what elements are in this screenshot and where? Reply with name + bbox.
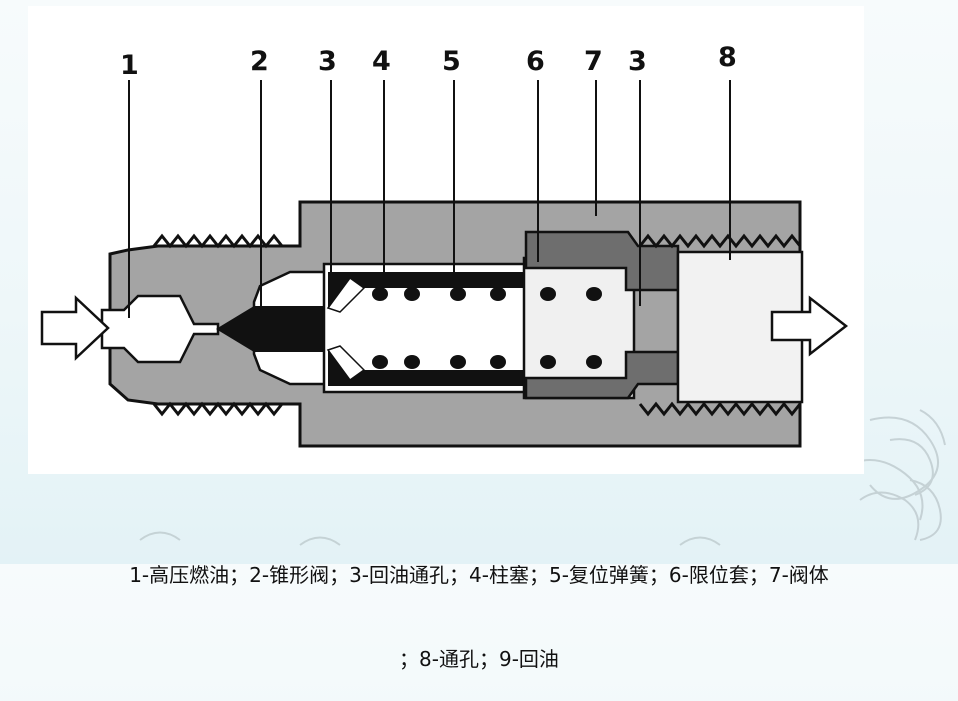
callout-7: 7 — [584, 46, 603, 77]
diagram-caption: 1-高压燃油；2-锥形阀；3-回油通孔；4-柱塞；5-复位弹簧；6-限位套；7-… — [0, 505, 958, 701]
external-thread-bottom — [152, 401, 284, 417]
internal-thread-top — [638, 233, 802, 249]
callout-3: 3 — [318, 46, 337, 77]
valve-cross-section-diagram: 1 2 3 4 5 6 7 3 8 — [40, 42, 849, 448]
internal-thread-bottom — [638, 401, 802, 417]
callout-6: 6 — [526, 46, 545, 77]
callout-1: 1 — [120, 50, 139, 81]
callout-3b: 3 — [628, 46, 647, 77]
outlet-arrow — [770, 295, 849, 357]
return-spring — [372, 287, 602, 369]
diagram-panel: 1 2 3 4 5 6 7 3 8 — [28, 6, 864, 474]
callout-4: 4 — [372, 46, 391, 77]
cone-valve — [216, 306, 332, 352]
plunger-return-channel-top — [326, 276, 366, 313]
inlet-bore — [100, 294, 220, 364]
caption-line-2: ；8-通孔；9-回油 — [399, 647, 559, 671]
callout-2: 2 — [250, 46, 269, 77]
caption-line-1: 1-高压燃油；2-锥形阀；3-回油通孔；4-柱塞；5-复位弹簧；6-限位套；7-… — [129, 563, 829, 587]
plunger-return-channel-bottom — [326, 345, 366, 382]
leader-lines — [128, 80, 731, 328]
callout-5: 5 — [442, 46, 461, 77]
inlet-arrow — [40, 295, 110, 361]
callout-8: 8 — [718, 42, 737, 73]
